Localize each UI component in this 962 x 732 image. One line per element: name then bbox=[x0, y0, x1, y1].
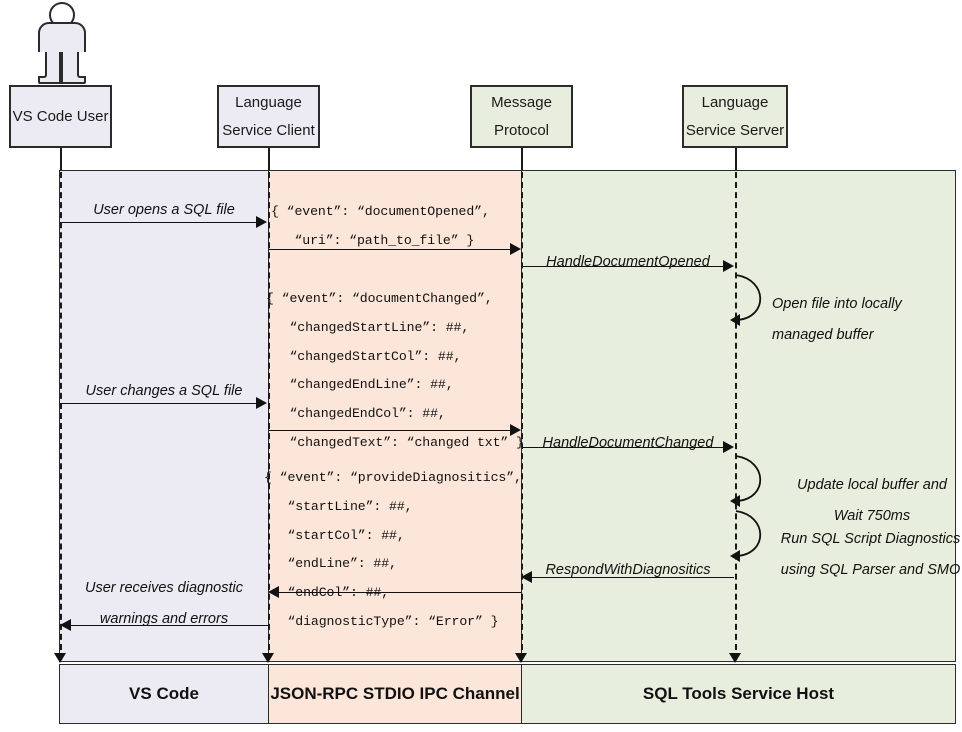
message-label-line2: warnings and errors bbox=[99, 611, 229, 628]
message-label-line1: User receives diagnostic bbox=[85, 580, 243, 596]
activity-label-line1: Run SQL Script Diagnostics bbox=[780, 531, 961, 547]
participant-box-vs-code-user[interactable]: VS Code User bbox=[9, 85, 112, 148]
band-sql-tools-host bbox=[521, 170, 956, 662]
activity-label-open-file-buffer: Open file into locally managed buffer bbox=[772, 289, 962, 351]
self-loop-update-buffer-wait bbox=[730, 455, 762, 507]
participant-label-line1: Language bbox=[235, 93, 302, 111]
self-loop-run-diagnostics bbox=[730, 510, 762, 562]
message-label-user-receives-diagnostics: User receives diagnostic warnings and er… bbox=[60, 573, 268, 635]
participant-box-message-protocol[interactable]: Message Protocol bbox=[470, 85, 573, 148]
json-payload-document-opened: { “event”: “documentOpened”, “uri”: “pat… bbox=[271, 198, 521, 256]
activity-label-run-diagnostics: Run SQL Script Diagnostics using SQL Par… bbox=[768, 524, 962, 586]
activity-label-update-buffer-wait: Update local buffer and Wait 750ms bbox=[772, 470, 962, 532]
message-arrow-handle-document-opened bbox=[522, 266, 725, 267]
json-line: “changedEndCol”: ##, bbox=[266, 406, 446, 422]
footer-cell-sql-tools-host[interactable]: SQL Tools Service Host bbox=[521, 664, 956, 724]
lifeline-stub-vs-code-user bbox=[60, 148, 62, 171]
arrow-head-document-opened-to-protocol bbox=[510, 243, 521, 255]
json-payload-provide-diagnostics: { “event”: “provideDiagnositics”, “start… bbox=[264, 464, 522, 637]
self-loop-open-file-buffer bbox=[730, 274, 762, 326]
message-arrow-user-changes-sql-file bbox=[60, 403, 258, 404]
participant-label-line2: Protocol bbox=[493, 121, 550, 139]
arrow-head-terminator-language-service-client bbox=[262, 653, 274, 663]
message-label-handle-document-opened: HandleDocumentOpened bbox=[546, 254, 710, 270]
actor-right-arm-notch-icon bbox=[77, 52, 86, 78]
message-arrow-user-receives-diagnostics bbox=[71, 625, 268, 626]
message-label-handle-document-changed: HandleDocumentChanged bbox=[542, 435, 714, 451]
arrow-head-user-changes-sql-file bbox=[256, 397, 267, 409]
message-label-user-opens-sql-file: User opens a SQL file bbox=[93, 202, 235, 218]
lifeline-vs-code-user bbox=[60, 172, 62, 660]
arrow-head-respond-with-diagnositics bbox=[521, 571, 532, 583]
json-line: “startLine”: ##, bbox=[264, 498, 413, 514]
arrow-head-user-opens-sql-file bbox=[256, 216, 267, 228]
arrow-head-user-receives-diagnostics bbox=[60, 619, 71, 631]
json-line: “diagnosticType”: “Error” } bbox=[264, 613, 499, 629]
message-arrow-respond-with-diagnositics bbox=[531, 577, 734, 578]
activity-label-line2: managed buffer bbox=[772, 327, 874, 344]
activity-label-line1: Open file into locally bbox=[772, 296, 902, 312]
message-arrow-document-changed-to-protocol bbox=[269, 430, 512, 431]
arrow-head-terminator-language-service-server bbox=[729, 653, 741, 663]
message-arrow-handle-document-changed bbox=[522, 447, 725, 448]
arrow-head-terminator-message-protocol bbox=[515, 653, 527, 663]
message-arrow-user-opens-sql-file bbox=[60, 222, 258, 223]
footer-cell-vs-code[interactable]: VS Code bbox=[59, 664, 269, 724]
participant-label-line2: Service Client bbox=[222, 121, 315, 139]
lifeline-stub-language-service-server bbox=[735, 148, 737, 171]
json-line: { “event”: “provideDiagnositics”, bbox=[264, 470, 522, 485]
activity-label-line2: Wait 750ms bbox=[833, 508, 911, 525]
footer-label: JSON-RPC STDIO IPC Channel bbox=[270, 684, 520, 703]
activity-label-line1: Update local buffer and bbox=[797, 477, 947, 493]
lifeline-language-service-client bbox=[268, 172, 270, 660]
participant-box-language-service-client[interactable]: Language Service Client bbox=[217, 85, 320, 148]
footer-label: VS Code bbox=[129, 684, 199, 703]
arrow-head-handle-document-changed bbox=[723, 441, 734, 453]
band-ipc-channel bbox=[268, 170, 522, 662]
message-arrow-document-opened-to-protocol bbox=[269, 249, 512, 250]
message-arrow-diagnostics-to-client bbox=[279, 592, 521, 593]
json-line: “endLine”: ##, bbox=[264, 556, 397, 572]
json-line: { “event”: “documentOpened”, bbox=[271, 204, 490, 219]
activity-label-line2: using SQL Parser and SMO bbox=[780, 562, 961, 579]
participant-box-language-service-server[interactable]: Language Service Server bbox=[682, 85, 788, 148]
vs-code-user-actor-icon bbox=[36, 2, 108, 86]
participant-label-line1: Language bbox=[701, 93, 769, 111]
json-line: “startCol”: ##, bbox=[264, 527, 405, 543]
json-line: { “event”: “documentChanged”, bbox=[266, 291, 493, 306]
participant-label-line1: VS Code User bbox=[12, 107, 109, 125]
participant-label-line1: Message bbox=[491, 93, 552, 111]
message-label-respond-with-diagnositics: RespondWithDiagnositics bbox=[545, 562, 711, 578]
footer-label: SQL Tools Service Host bbox=[642, 684, 835, 703]
footer-cell-jsonrpc-channel[interactable]: JSON-RPC STDIO IPC Channel bbox=[268, 664, 522, 724]
json-line: “changedStartLine”: ##, bbox=[266, 319, 470, 335]
lifeline-message-protocol bbox=[521, 172, 523, 660]
participant-label-line2: Service Server bbox=[685, 121, 785, 139]
lifeline-stub-message-protocol bbox=[521, 148, 523, 171]
lifeline-stub-language-service-client bbox=[268, 148, 270, 171]
json-line: “endCol”: ##, bbox=[264, 585, 390, 601]
json-line: “changedStartCol”: ##, bbox=[266, 348, 462, 364]
json-line: “changedText”: “changed txt” } bbox=[266, 434, 524, 450]
arrow-head-terminator-vs-code-user bbox=[54, 653, 66, 663]
json-payload-document-changed: { “event”: “documentChanged”, “changedSt… bbox=[266, 285, 524, 458]
lifeline-language-service-server bbox=[735, 172, 737, 660]
message-label-user-changes-sql-file: User changes a SQL file bbox=[85, 383, 243, 399]
band-vs-code bbox=[59, 170, 269, 662]
actor-left-arm-notch-icon bbox=[38, 52, 47, 78]
json-line: “uri”: “path_to_file” } bbox=[271, 232, 475, 248]
arrow-head-handle-document-opened bbox=[723, 260, 734, 272]
arrow-head-diagnostics-to-client bbox=[268, 586, 279, 598]
json-line: “changedEndLine”: ##, bbox=[266, 377, 454, 393]
actor-legs-gap-icon bbox=[59, 52, 63, 84]
arrow-head-document-changed-to-protocol bbox=[510, 424, 521, 436]
